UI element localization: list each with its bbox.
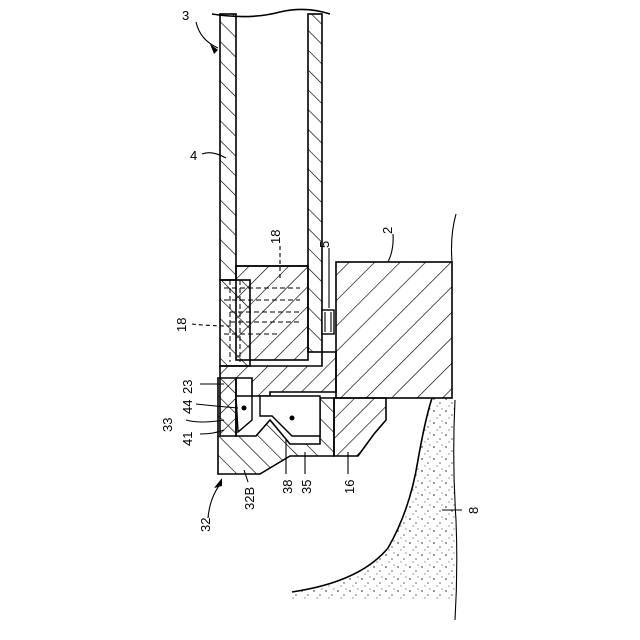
label-38: 38 [280, 480, 295, 494]
label-18-upper: 18 [268, 230, 283, 244]
part-18-insert [220, 280, 250, 366]
part-2-block [336, 262, 452, 398]
label-3: 3 [182, 8, 189, 23]
part-44-chamber [236, 396, 252, 432]
label-32: 32 [198, 518, 213, 532]
label-18-lower: 18 [174, 318, 189, 332]
label-16: 16 [342, 480, 357, 494]
label-8: 8 [466, 507, 481, 514]
part-5-seal [322, 310, 334, 334]
label-2: 2 [380, 227, 395, 234]
part-4-left-wall [220, 14, 236, 280]
part-38-dot [290, 416, 295, 421]
label-4: 4 [190, 148, 197, 163]
label-41: 41 [180, 432, 195, 446]
label-5: 5 [317, 241, 332, 248]
label-32B: 32B [242, 487, 257, 510]
label-44: 44 [180, 400, 195, 414]
part-16-gasket [334, 398, 386, 456]
label-35: 35 [299, 480, 314, 494]
part-44-dot [242, 406, 247, 411]
part-2-break-line [452, 214, 457, 262]
part-4-right-wall [308, 14, 322, 352]
label-23: 23 [180, 380, 195, 394]
label-33: 33 [160, 418, 175, 432]
